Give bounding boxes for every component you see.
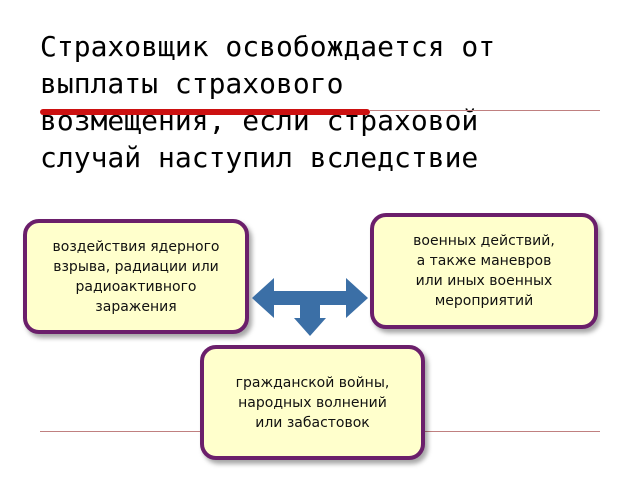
- box-civil-war-strikes-text: гражданской войны, народных волнений или…: [235, 374, 390, 431]
- box-military-actions: военных действий, а также маневров или и…: [370, 213, 598, 329]
- box-military-actions-text: военных действий, а также маневров или и…: [413, 233, 555, 309]
- title-accent-bar: [40, 109, 370, 115]
- box-civil-war-strikes: гражданской войны, народных волнений или…: [200, 345, 425, 460]
- title-line-4: случай наступил вследствие: [40, 141, 479, 174]
- three-way-arrow-icon: [252, 278, 368, 336]
- box-nuclear-radiation-text: воздействия ядерного взрыва, радиации ил…: [52, 238, 220, 315]
- box-nuclear-radiation: воздействия ядерного взрыва, радиации ил…: [23, 219, 249, 334]
- title-line-3: возмещения, если страховой: [40, 104, 479, 137]
- title-line-1: Страховщик освобождается от: [40, 30, 496, 63]
- three-way-arrow-shape: [252, 278, 368, 336]
- top-divider-line: [370, 110, 600, 111]
- title-line-2: выплаты страхового: [40, 67, 344, 100]
- slide-title: Страховщик освобождается от выплаты стра…: [40, 28, 610, 176]
